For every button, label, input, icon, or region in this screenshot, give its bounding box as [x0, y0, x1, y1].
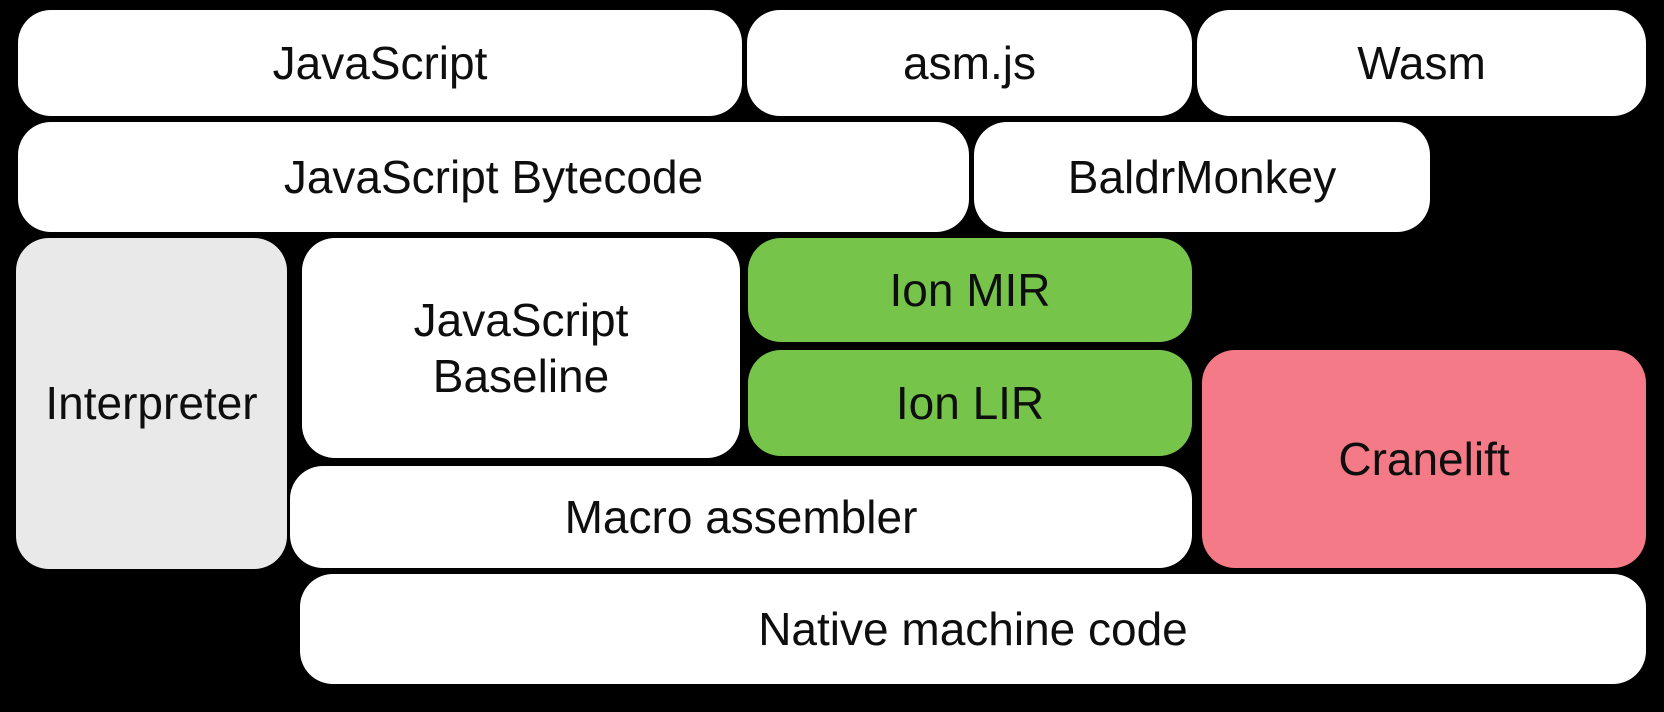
box-asmjs: asm.js [747, 10, 1192, 116]
box-macro-assembler: Macro assembler [290, 466, 1192, 568]
box-ion-mir: Ion MIR [748, 238, 1192, 342]
box-javascript: JavaScript [18, 10, 742, 116]
box-wasm: Wasm [1197, 10, 1646, 116]
box-native-machine-code: Native machine code [300, 574, 1646, 684]
box-javascript-baseline-line1: JavaScript [413, 293, 629, 346]
box-javascript-baseline: JavaScript Baseline [302, 238, 740, 458]
box-cranelift: Cranelift [1202, 350, 1646, 568]
box-interpreter: Interpreter [16, 238, 287, 569]
box-baldrmonkey: BaldrMonkey [974, 122, 1430, 232]
box-javascript-baseline-line2: Baseline [432, 350, 610, 402]
box-javascript-bytecode: JavaScript Bytecode [18, 122, 969, 232]
box-ion-lir: Ion LIR [748, 350, 1192, 456]
